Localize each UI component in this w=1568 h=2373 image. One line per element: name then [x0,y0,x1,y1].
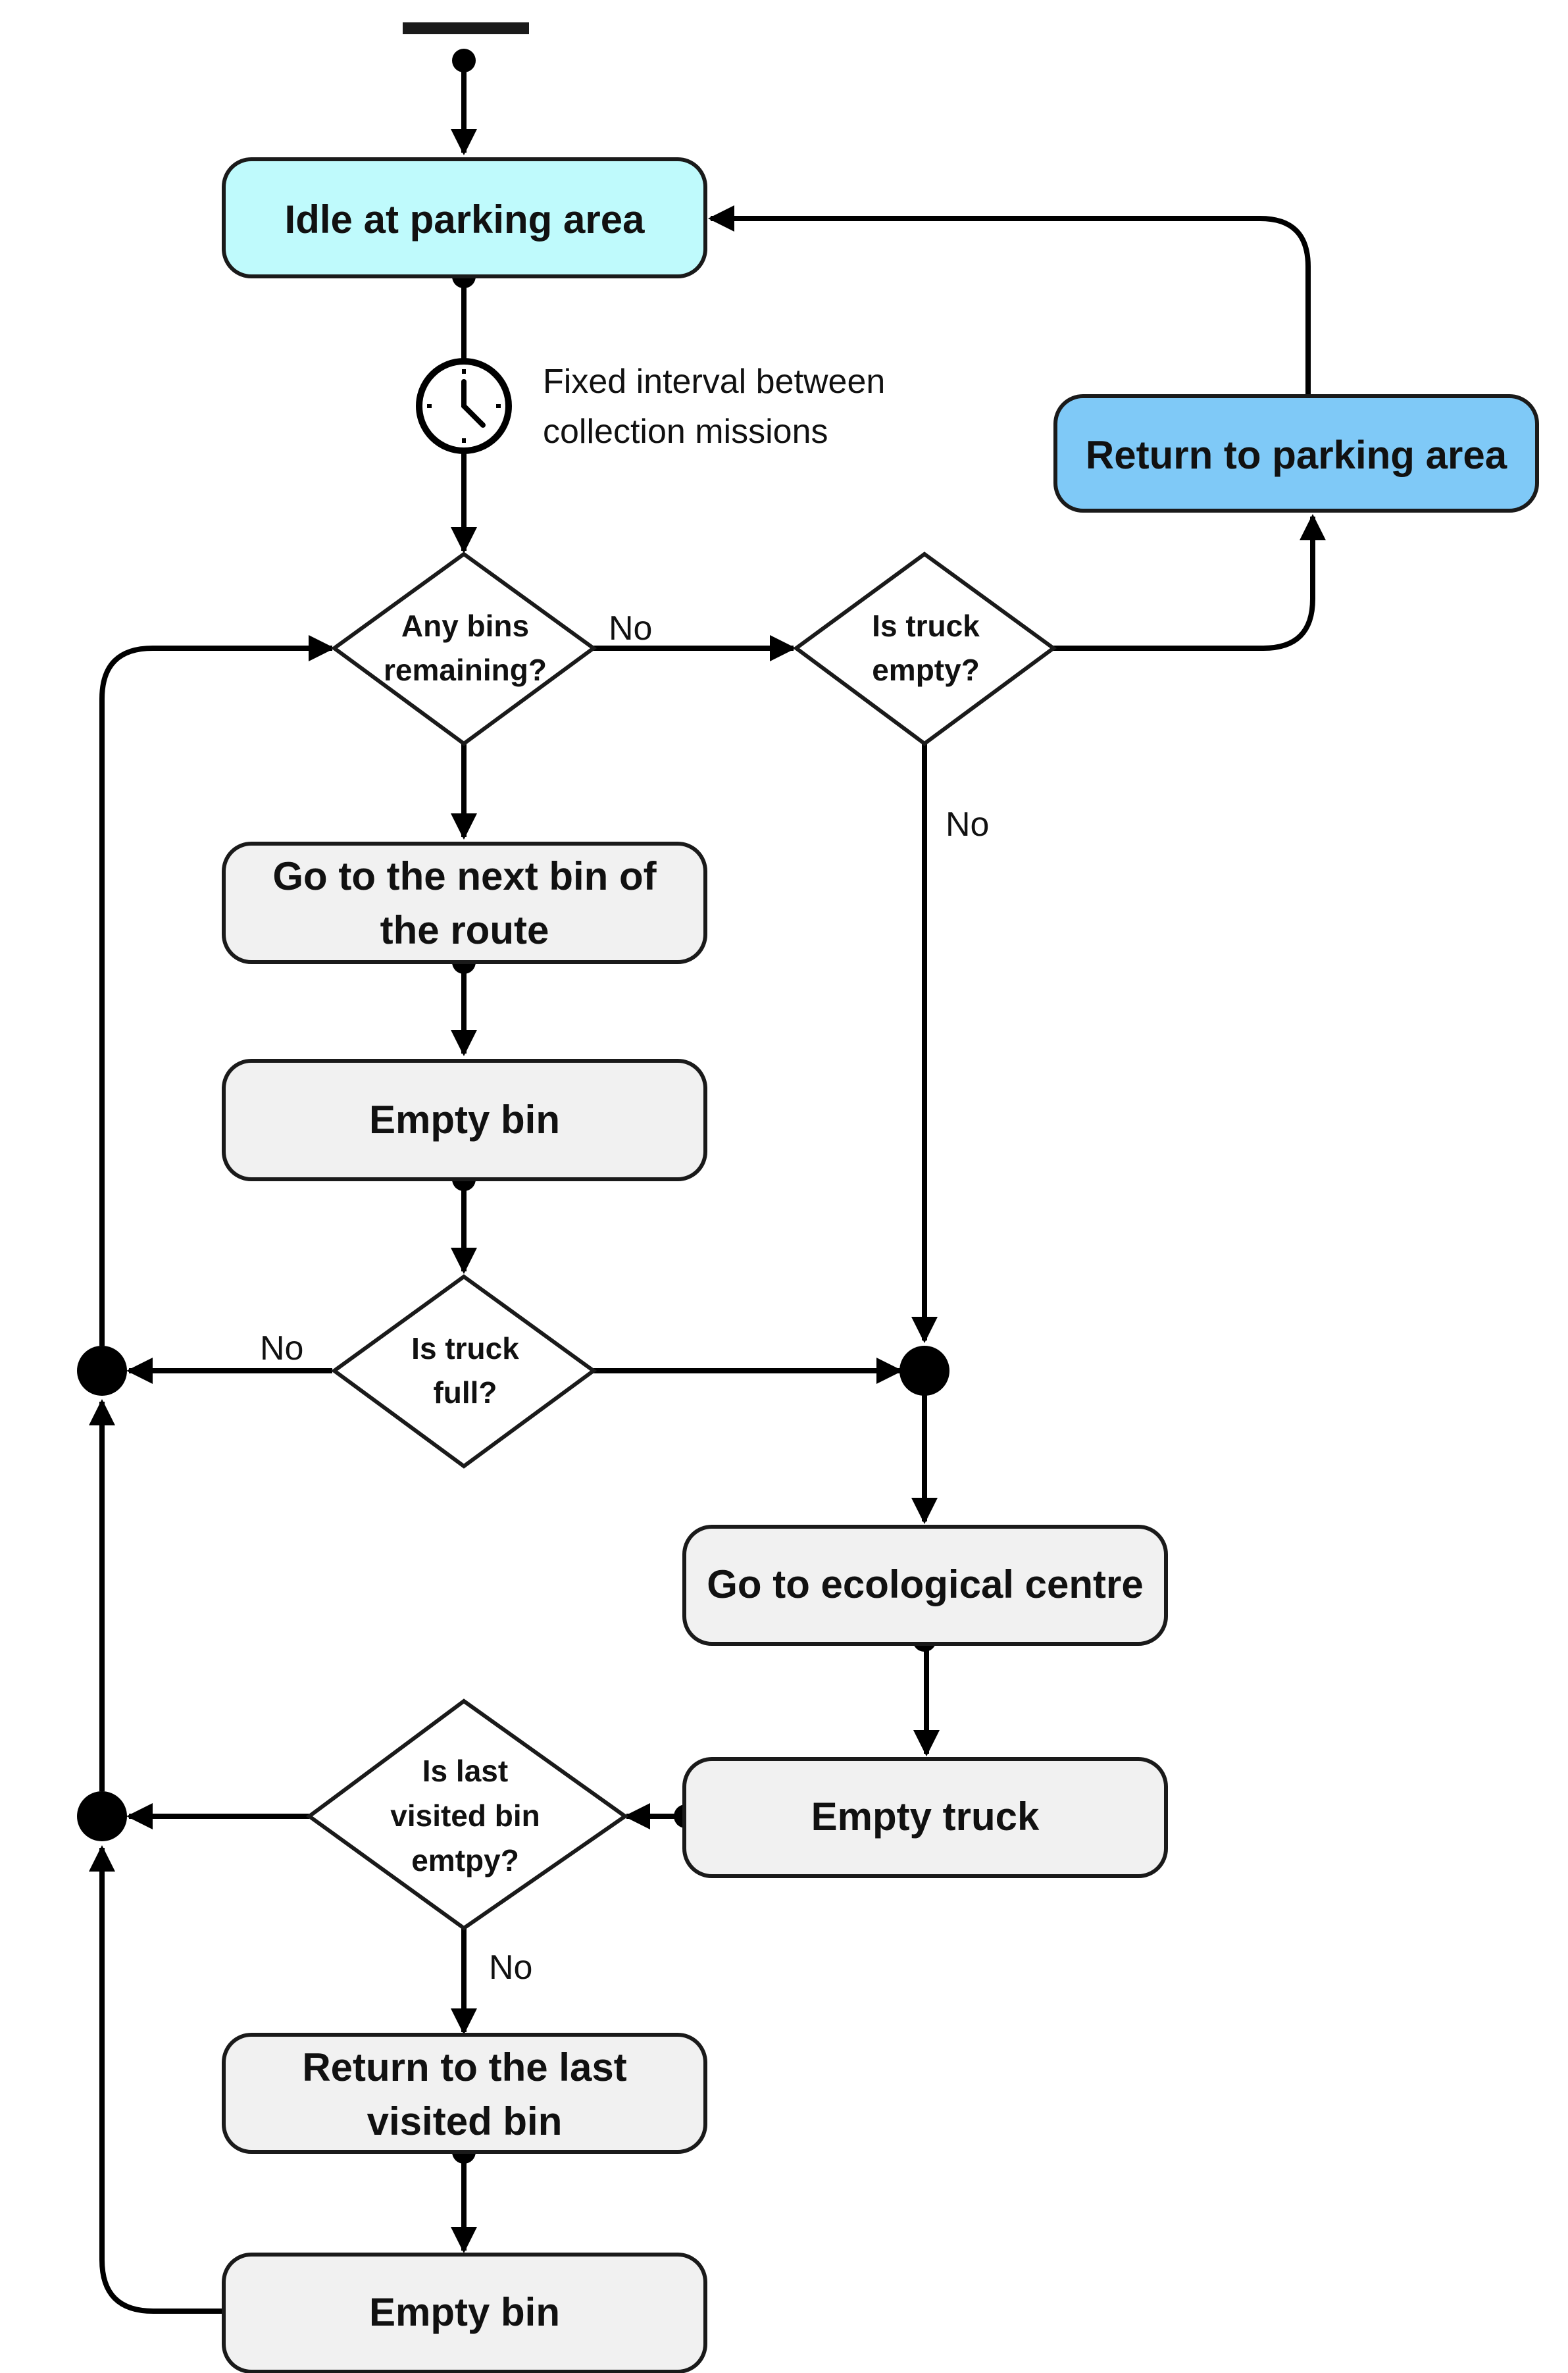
edge-label-truck-full-no: No [260,1329,303,1367]
decision-truck-full: Is truck full? [330,1274,597,1469]
decision-last-bin: Is last visited bin emtpy? [305,1698,629,1931]
state-empty-bin-1: Empty bin [222,1059,707,1181]
edge-label-last-bin-no: No [489,1949,532,1987]
state-empty-bin-2: Empty bin [222,2253,707,2373]
decision-last-bin-label-1: Is last [422,1754,508,1788]
decision-any-bins-label-2: remaining? [384,653,547,687]
merge-node-right [899,1346,949,1396]
state-return-last: Return to the last visited bin [222,2033,707,2154]
decision-truck-full-label-1: Is truck [411,1331,519,1365]
decision-last-bin-label-3: emtpy? [411,1843,519,1877]
edge-truckempty-return [1053,514,1326,651]
decision-truck-empty: Is truck empty? [792,551,1057,746]
state-return-parking: Return to parking area [1053,394,1539,513]
edge-emptybin2-lowermerge [89,1845,224,2314]
decision-any-bins: Any bins remaining? [330,551,597,746]
timer-note: Fixed interval between [543,363,885,401]
decision-truck-empty-label-2: empty? [872,653,980,687]
decision-last-bin-label-2: visited bin [390,1799,540,1833]
state-return-last-label-2: visited bin [367,2099,563,2143]
state-next-bin-label-2: the route [380,908,549,952]
state-return-last-label-1: Return to the last [302,2045,626,2089]
decision-truck-empty-label-1: Is truck [872,609,980,643]
state-idle: Idle at parking area [222,157,707,278]
decision-any-bins-label-1: Any bins [401,609,529,643]
decision-truck-full-label-2: full? [433,1375,497,1410]
state-empty-bin-1-label: Empty bin [369,1098,560,1142]
clock-icon [416,358,512,454]
state-return-parking-label: Return to parking area [1086,433,1507,477]
state-eco-centre: Go to ecological centre [682,1525,1168,1646]
edge-label-truck-empty-no: No [946,805,989,844]
state-empty-truck-label: Empty truck [811,1795,1040,1839]
state-eco-centre-label: Go to ecological centre [707,1562,1144,1606]
state-empty-bin-2-label: Empty bin [369,2290,560,2334]
edge-uppermerge-anybins [99,635,335,1346]
state-next-bin-label-1: Go to the next bin of [272,854,657,898]
merge-node-left-lower [77,1791,127,1841]
timer-note-line2: collection missions [543,413,828,451]
edge-dot [452,49,476,72]
start-bar [403,22,529,34]
state-next-bin: Go to the next bin of the route [222,842,707,964]
edge-label-any-bins-no: No [609,609,652,648]
state-empty-truck: Empty truck [682,1757,1168,1878]
merge-node-left-upper [77,1346,127,1396]
edge-return-idle [708,205,1311,396]
state-idle-label: Idle at parking area [285,197,645,242]
